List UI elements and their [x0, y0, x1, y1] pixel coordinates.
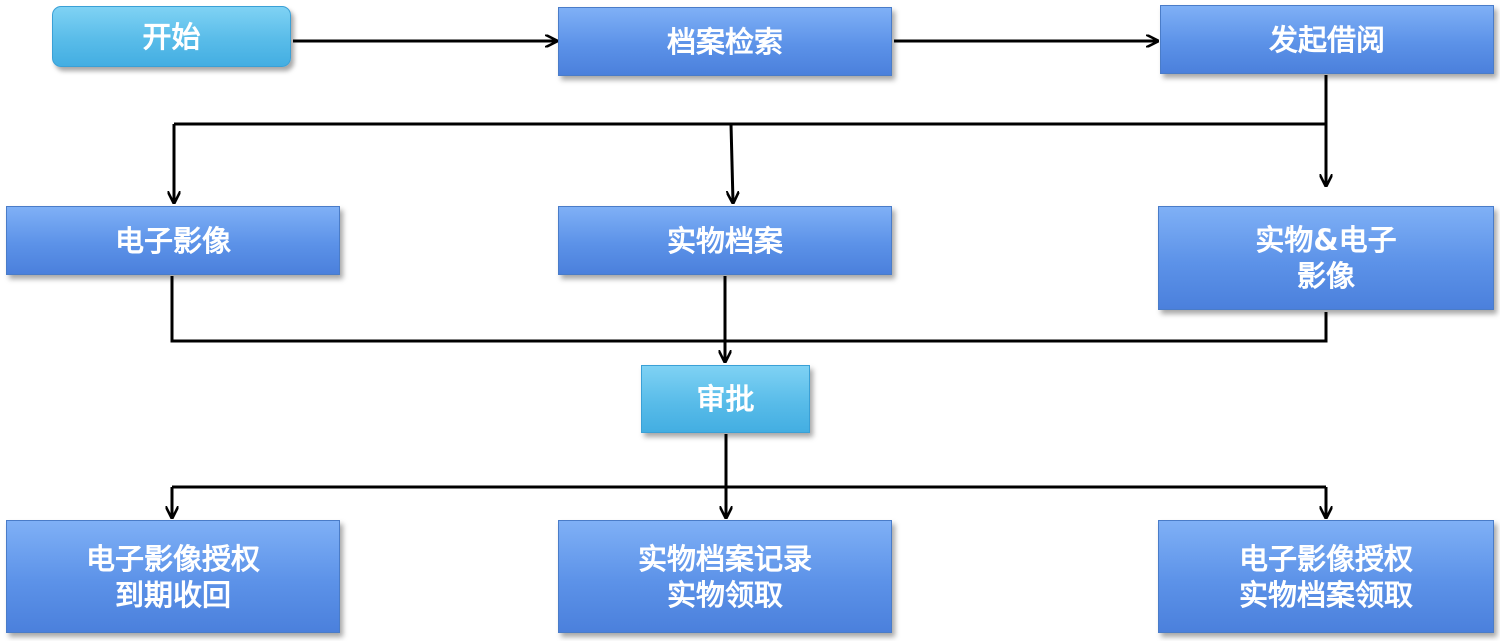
physical-archive-node[interactable]: 实物档案	[558, 206, 892, 275]
archive-search-label: 档案检索	[666, 24, 783, 59]
image-authorization-recall-label-line-2: 到期收回	[114, 577, 231, 612]
image-authorization-physical-pickup-label-line-1: 电子影像授权	[1238, 541, 1413, 576]
physical-record-pickup-node[interactable]: 实物档案记录 实物领取	[558, 520, 892, 633]
physical-record-pickup-label-line-2: 实物领取	[666, 577, 783, 612]
physical-and-electronic-label-line-1: 实物&电子	[1255, 223, 1397, 257]
physical-and-electronic-node[interactable]: 实物&电子 影像	[1158, 206, 1494, 310]
initiate-borrow-label: 发起借阅	[1268, 22, 1385, 57]
arrow-to-physical	[731, 123, 733, 202]
image-authorization-physical-pickup-node[interactable]: 电子影像授权 实物档案领取	[1158, 520, 1494, 633]
image-authorization-recall-label-line-1: 电子影像授权	[85, 541, 260, 576]
physical-record-pickup-label-line-1: 实物档案记录	[637, 541, 812, 576]
start-node[interactable]: 开始	[52, 6, 291, 67]
electronic-image-node[interactable]: 电子影像	[6, 206, 340, 275]
image-authorization-recall-node[interactable]: 电子影像授权 到期收回	[6, 520, 340, 633]
physical-archive-label: 实物档案	[666, 223, 783, 258]
approval-label: 审批	[696, 382, 755, 416]
approval-node[interactable]: 审批	[641, 365, 810, 433]
archive-search-node[interactable]: 档案检索	[558, 7, 892, 76]
image-authorization-physical-pickup-label-line-2: 实物档案领取	[1238, 577, 1413, 612]
initiate-borrow-node[interactable]: 发起借阅	[1160, 5, 1494, 74]
electronic-image-label: 电子影像	[114, 223, 231, 258]
start-label: 开始	[142, 19, 201, 54]
connector-merge-bus	[170, 276, 1328, 343]
physical-and-electronic-label-line-2: 影像	[1296, 259, 1355, 293]
